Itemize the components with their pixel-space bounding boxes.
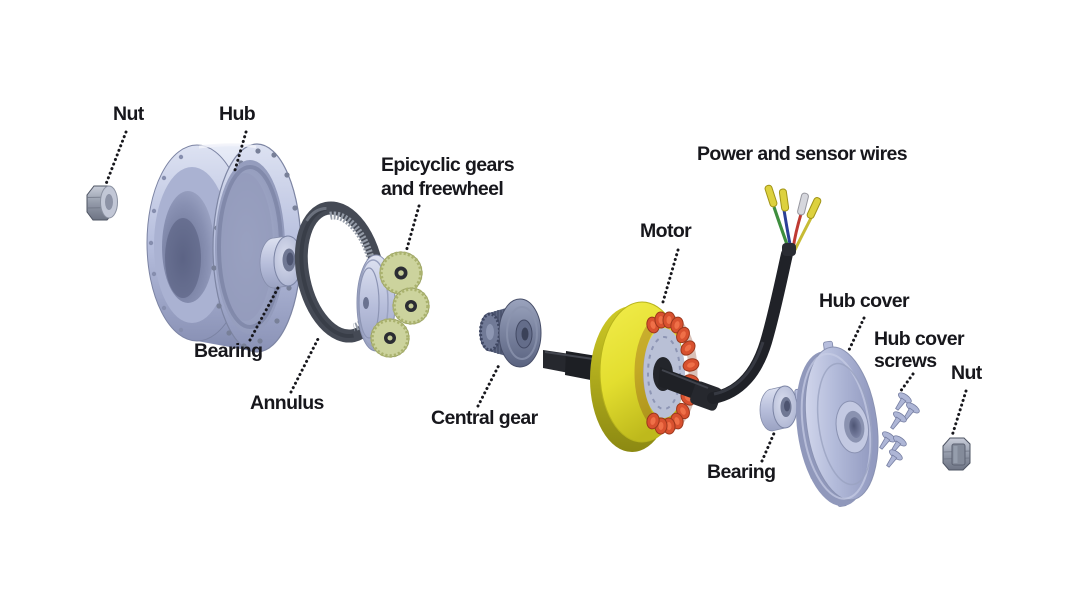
label-nut-left: Nut [113, 103, 144, 125]
wire-connector-yellow [764, 184, 778, 208]
bearing-left-leader-line [248, 284, 281, 342]
epicyclic-leader-line [404, 204, 421, 254]
label-annulus: Annulus [250, 392, 324, 414]
wire-connector-yellow [778, 188, 790, 212]
power-and-sensor-wires [764, 184, 822, 256]
label-epicyclic-gears: Epicyclic gears and freewheel [381, 153, 515, 201]
hub-cover [794, 340, 879, 507]
wire-connector-yellow [806, 197, 822, 219]
axle-nut-left [86, 185, 118, 221]
central-gear [479, 298, 542, 368]
label-hub-cover-screws-line2: screws [874, 350, 937, 372]
planet-gear [379, 251, 423, 295]
bearing-right-leader-line [760, 429, 777, 463]
bearing-left [259, 235, 303, 289]
wire-connector-silver [797, 192, 809, 216]
annulus-leader-line [289, 335, 321, 394]
hub-cover-screws-leader-line [898, 372, 915, 394]
nut-right-leader-line [950, 389, 968, 438]
label-power-sensor-wires: Power and sensor wires [697, 143, 908, 165]
planet-gear [370, 318, 410, 358]
epicyclic-gears-and-freewheel [356, 251, 430, 358]
hub-leader-line [233, 130, 248, 172]
motor-leader-line [661, 248, 680, 304]
nut-left-leader-line [104, 130, 128, 186]
label-hub-cover-screws-line1: Hub cover [874, 328, 965, 350]
label-epicyclic-line2: and freewheel [381, 178, 504, 200]
label-nut-right: Nut [951, 362, 982, 384]
label-hub: Hub [219, 103, 256, 125]
hub-cover-screw [903, 402, 920, 421]
wire-yellow [793, 217, 813, 251]
bearing-right [759, 385, 798, 432]
hub-cover-screws [879, 392, 920, 468]
label-central-gear: Central gear [431, 407, 538, 429]
power-cable [707, 248, 793, 404]
hub-cover-screw [895, 392, 912, 411]
label-hub-cover: Hub cover [819, 290, 910, 312]
planet-gear [392, 287, 430, 325]
axle-nut-right [942, 437, 971, 471]
hub-cover-screw [886, 449, 903, 468]
hub-cover-leader-line [847, 316, 866, 352]
label-bearing-left: Bearing [194, 340, 263, 362]
motor [543, 301, 722, 452]
hub-left-flange-spoke-holes [148, 154, 184, 333]
label-motor: Motor [640, 220, 692, 242]
hub-cover-screw [890, 411, 907, 430]
central-gear-leader-line [476, 363, 501, 408]
label-bearing-right: Bearing [707, 461, 776, 483]
label-epicyclic-line1: Epicyclic gears [381, 154, 515, 176]
motor-coils [646, 311, 700, 435]
label-hub-cover-screws: Hub cover screws [874, 328, 965, 372]
hub [146, 143, 302, 353]
